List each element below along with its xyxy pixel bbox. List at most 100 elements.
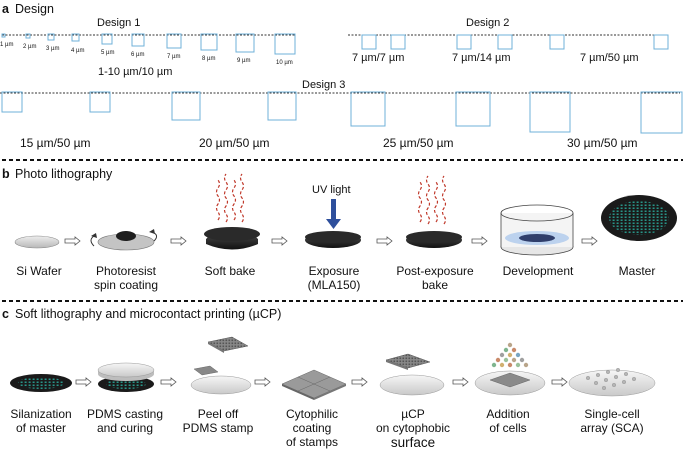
peel-off-stamp-illustration: [190, 336, 252, 395]
design3-caption: 25 µm/50 µm: [383, 136, 454, 150]
design1-size-label: 3 µm: [46, 46, 59, 52]
design1-square: [25, 33, 31, 39]
process-arrows: [64, 236, 598, 246]
section-c: c Soft lithography and microcontact prin…: [2, 307, 656, 450]
design1-square: [274, 33, 296, 55]
design1-title: Design 1: [97, 17, 140, 29]
design1-caption: 1-10 µm/10 µm: [98, 66, 172, 78]
design3-square: [529, 91, 571, 133]
design1-square: [1, 33, 6, 38]
design1-size-label: 1 µm: [0, 42, 13, 48]
design1-squares: [1, 33, 296, 55]
design2-square: [390, 34, 406, 50]
step-label: on cytophobic: [376, 421, 450, 435]
uv-light-label: UV light: [312, 184, 351, 196]
step-label: of master: [16, 421, 66, 435]
design1-size-label: 8 µm: [202, 56, 215, 62]
soft-lithography-step-labels: Silanization of master PDMS casting and …: [10, 407, 643, 450]
step-label: Post-exposure: [396, 264, 474, 278]
design3-caption: 15 µm/50 µm: [20, 136, 91, 150]
master-wafer-illustration: [601, 195, 677, 241]
design3-square: [1, 91, 23, 113]
design1-square: [101, 33, 113, 45]
step-label: coating: [293, 421, 332, 435]
design3-square: [267, 91, 297, 121]
step-label: bake: [422, 278, 448, 292]
section-b-letter: b: [2, 167, 10, 181]
step-label: of stamps: [286, 435, 338, 449]
design3-square: [171, 91, 201, 121]
design3-square: [350, 91, 386, 127]
arrow-right-icon: [351, 377, 368, 387]
coated-stamps-illustration: [281, 369, 347, 400]
design2-squares: [361, 34, 669, 50]
design3-square: [640, 91, 683, 134]
design2-square: [361, 34, 377, 50]
design1-size-label: 5 µm: [101, 50, 114, 56]
uv-arrow-icon: [326, 199, 341, 229]
step-label: spin coating: [94, 278, 158, 292]
design1-square: [200, 33, 218, 51]
step-label: Cytophilic: [286, 407, 338, 421]
design2-square: [497, 34, 513, 50]
arrow-right-icon: [170, 236, 187, 246]
single-cell-array-illustration: [568, 368, 656, 397]
step-label: (MLA150): [308, 278, 361, 292]
step-label: Single-cell: [584, 407, 639, 421]
design1-square: [47, 33, 55, 41]
design1-size-label: 9 µm: [237, 58, 250, 64]
design1-square: [235, 33, 255, 53]
arrow-right-icon: [376, 236, 393, 246]
si-wafer-illustration: [14, 235, 60, 249]
design2-caption: 7 µm/7 µm: [352, 52, 404, 64]
design3-square: [89, 91, 111, 113]
design1-square: [71, 33, 80, 42]
arrow-right-icon: [271, 236, 288, 246]
step-label: and curing: [97, 421, 153, 435]
step-label: Development: [503, 264, 574, 278]
design2-caption: 7 µm/50 µm: [580, 52, 639, 64]
section-b-title: Photo lithography: [15, 167, 113, 181]
exposure-illustration: UV light: [305, 184, 361, 248]
design2-title: Design 2: [466, 17, 509, 29]
step-label: µCP: [401, 407, 425, 421]
section-c-title: Soft lithography and microcontact printi…: [15, 307, 281, 321]
design1-size-label: 6 µm: [131, 52, 144, 58]
section-a-letter: a: [2, 2, 10, 16]
design1-size-labels: 1 µm 2 µm 3 µm 4 µm 5 µm 6 µm 7 µm 8 µm …: [0, 42, 293, 66]
step-label: array (SCA): [580, 421, 643, 435]
step-label: surface: [391, 435, 435, 450]
arrow-right-icon: [551, 377, 568, 387]
microcontact-printing-illustration: [379, 353, 445, 396]
step-label: of cells: [489, 421, 526, 435]
design1-size-label: 10 µm: [276, 60, 293, 66]
step-label: Soft bake: [205, 264, 256, 278]
spin-coating-illustration: [90, 229, 158, 251]
design2-square: [549, 34, 565, 50]
section-b: b Photo lithography U: [2, 167, 677, 292]
step-label: PDMS casting: [87, 407, 163, 421]
arrow-right-icon: [471, 236, 488, 246]
section-c-letter: c: [2, 307, 9, 321]
step-label: Peel off: [198, 407, 239, 421]
step-label: Si Wafer: [16, 264, 62, 278]
design3-square: [455, 91, 491, 127]
heat-wave-icon: [417, 175, 447, 225]
design3-squares: [1, 91, 683, 134]
process-arrows: [75, 377, 568, 387]
design2-caption: 7 µm/14 µm: [452, 52, 511, 64]
design1-size-label: 4 µm: [71, 48, 84, 54]
step-label: Silanization: [10, 407, 71, 421]
design3-title: Design 3: [302, 79, 345, 91]
step-label: Exposure: [309, 264, 360, 278]
design1-square: [131, 33, 145, 47]
section-a-title: Design: [15, 2, 54, 16]
development-dish-illustration: [500, 204, 574, 256]
soft-bake-illustration: [204, 173, 260, 250]
design1-size-label: 2 µm: [23, 44, 36, 50]
arrow-right-icon: [254, 377, 271, 387]
design1-square: [166, 33, 182, 49]
arrow-right-icon: [581, 236, 598, 246]
arrow-right-icon: [75, 377, 92, 387]
